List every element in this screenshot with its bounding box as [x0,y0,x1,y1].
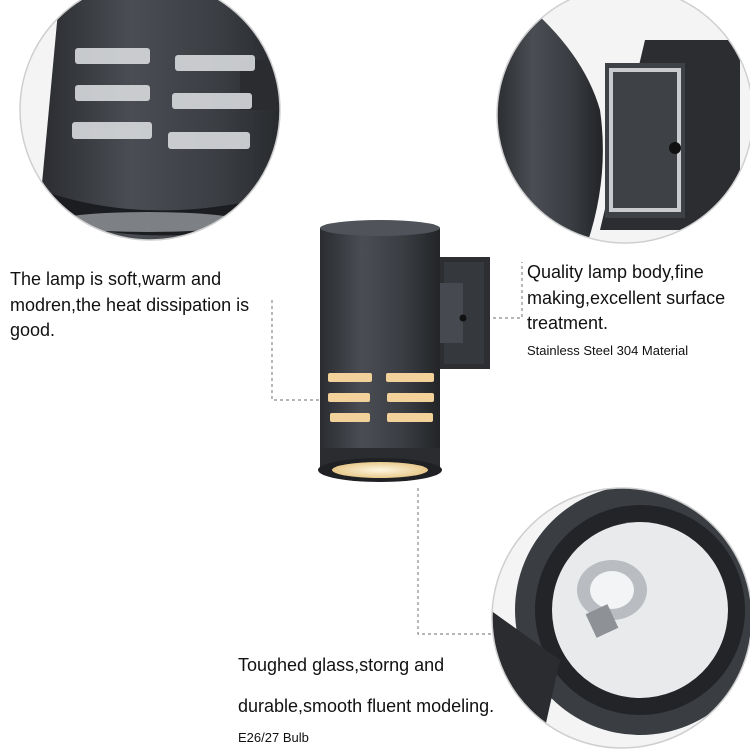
glass-lens [332,462,428,478]
bracket-screw-icon [459,314,467,322]
callout-line-bottom [417,488,530,635]
caption-bulb-type: E26/27 Bulb [238,730,309,745]
detail-circle-bulb [492,488,750,748]
screw-icon [669,142,681,154]
detail-circle-bracket [497,0,750,243]
light-slots [328,373,434,422]
caption-material: Stainless Steel 304 Material [527,343,689,358]
caption-heat-dissipation: The lamp is soft,warm and modren,the hea… [10,269,250,341]
caption-lamp-body: Quality lamp body,fine making,excellent … [527,262,726,334]
caption-glass-line2: durable,smooth fluent modeling. [238,696,495,716]
lamp-cylinder [320,228,440,468]
lamp-product [318,220,490,482]
detail-circle-slots [20,0,280,240]
caption-glass-line1: Toughed glass,storng and [238,655,445,675]
